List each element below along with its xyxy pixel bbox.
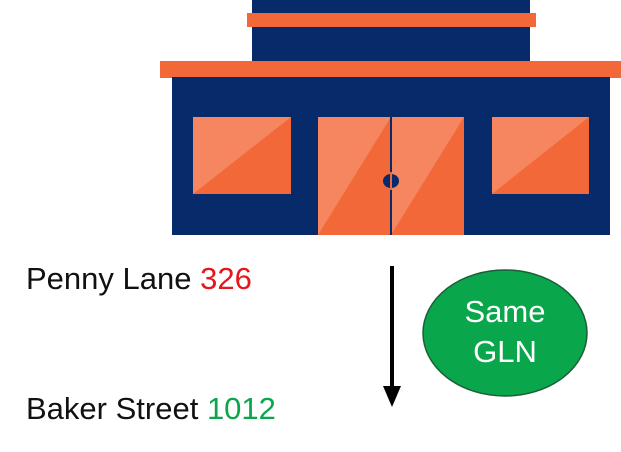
store-door [318, 117, 464, 235]
store-upper-stripe [247, 13, 536, 27]
same-gln-badge [422, 269, 588, 397]
new-address: Baker Street 1012 [26, 393, 276, 424]
new-house-number: 1012 [206, 391, 276, 426]
arrow-down-icon [383, 266, 401, 407]
new-street-name: Baker Street [26, 391, 199, 426]
store-window-right [492, 117, 589, 194]
old-address: Penny Lane 326 [26, 263, 252, 294]
badge-line-1: Same [464, 294, 546, 329]
same-gln-badge-label: Same GLN [423, 292, 587, 372]
old-street-name: Penny Lane [26, 261, 192, 296]
store-upper-floor [252, 0, 530, 64]
badge-line-2: GLN [473, 334, 537, 369]
store-roof [160, 61, 621, 78]
old-house-number: 326 [200, 261, 252, 296]
store-icon [160, 0, 621, 235]
store-window-left [193, 117, 291, 194]
